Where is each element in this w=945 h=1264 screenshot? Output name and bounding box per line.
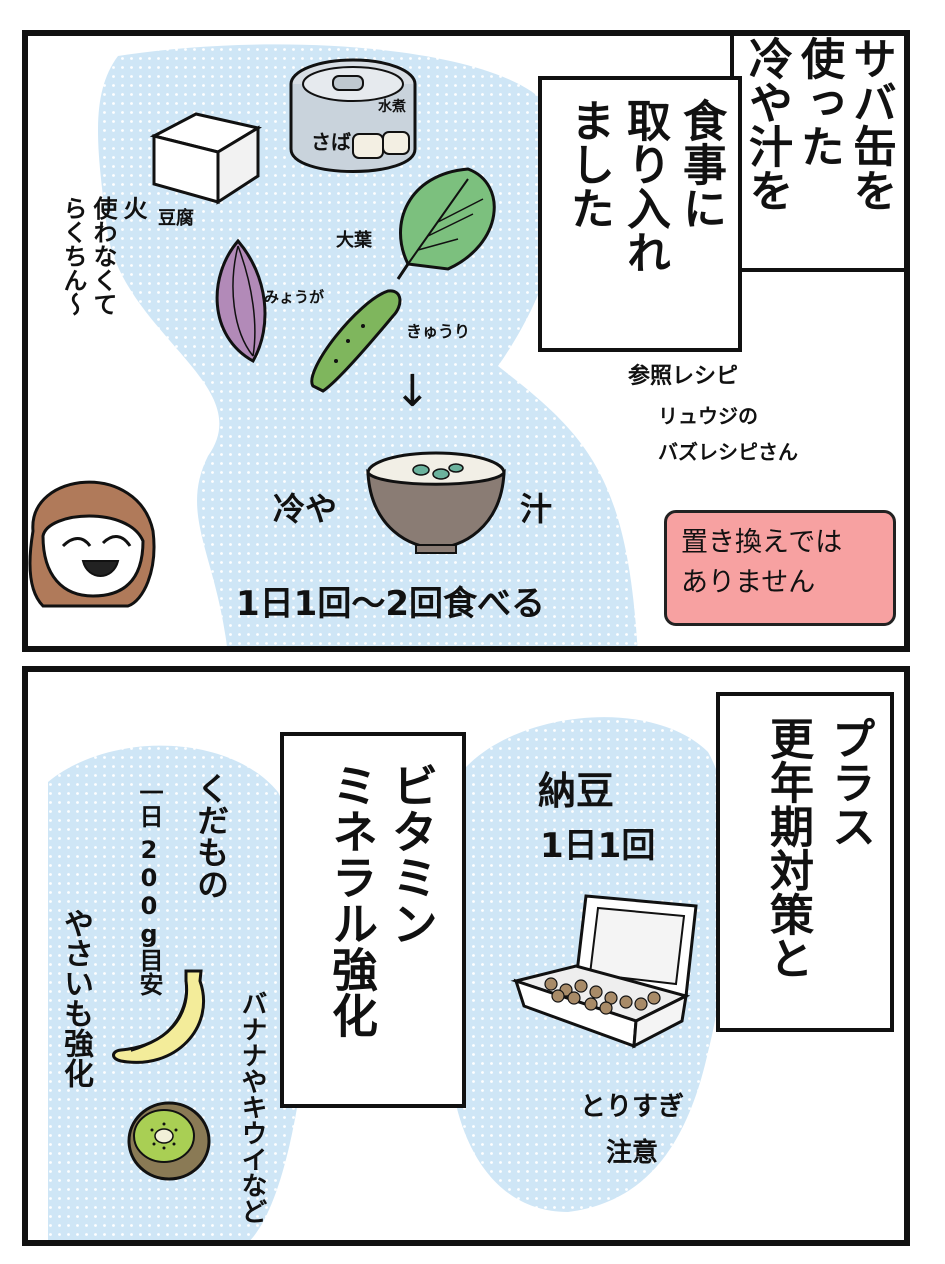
title2-line-2: 取り入れ	[619, 98, 670, 274]
side-comment-line-2: 使わなくて	[89, 196, 117, 316]
fruit-examples: バナナやキウイなど	[237, 990, 267, 1224]
panel-bottom: プラス 更年期対策と ビタミン ミネラル強化 納豆 1日1回 とりすぎ 注意 く…	[22, 666, 910, 1246]
title-box-2	[538, 76, 742, 352]
title-text-1: サバ缶を 使った 冷や汁を	[741, 36, 896, 286]
label-hiyajiru-right: 汁	[520, 490, 553, 528]
hiyajiru-bowl-illustration	[366, 451, 506, 554]
tofu-illustration	[149, 112, 262, 205]
reference-line-1: 参照レシピ	[628, 364, 739, 389]
saba-can-illustration	[289, 58, 417, 173]
kiwi-illustration	[127, 1101, 211, 1181]
natto-note-line-2: 注意	[606, 1138, 659, 1168]
label-can-saba: さば	[311, 130, 351, 154]
label-hiyajiru-left: 冷や	[273, 490, 338, 528]
label-tofu: 豆腐	[158, 208, 194, 229]
notice-line-2: ありません	[681, 567, 816, 598]
natto-label: 納豆	[538, 769, 615, 813]
myouga-illustration	[215, 238, 267, 364]
bottom-title-line-2: 更年期対策と	[762, 716, 813, 980]
title2-line-1: 食事に	[675, 98, 726, 230]
title-line-1: サバ缶を	[845, 36, 896, 212]
fruit-label: くだもの	[192, 772, 230, 900]
down-arrow-icon: ↓	[394, 366, 431, 417]
side-comment-line-3: らくちん～	[59, 196, 87, 316]
vitamin-line-2: ミネラル強化	[325, 762, 379, 1038]
natto-frequency: 1日1回	[540, 826, 656, 866]
reference-line-2: リュウジの	[658, 404, 758, 428]
label-can-mizuni: 水煮	[378, 99, 406, 115]
natto-pack-illustration	[510, 894, 698, 1049]
title-line-2: 使った	[793, 36, 844, 168]
title2-line-3: ました	[563, 98, 614, 230]
ooba-leaf-illustration	[396, 167, 496, 280]
reference-line-3: バズレシピさん	[658, 440, 798, 464]
title-text-2: 食事に 取り入れ ました	[558, 98, 728, 348]
veg-text: やさいも強化	[58, 908, 93, 1088]
fruit-amount: 200g目安	[135, 836, 163, 996]
character-face-illustration	[28, 480, 156, 608]
title-box-bottom	[716, 692, 894, 1032]
bottom-title-line-1: プラス	[824, 716, 875, 848]
vitamin-box	[280, 732, 466, 1108]
label-kyuuri: きゅうり	[406, 322, 471, 341]
banana-illustration	[112, 969, 206, 1064]
panel-top: サバ缶を 使った 冷や汁を 食事に 取り入れ ました 豆腐 さば 水煮 大葉 み…	[22, 30, 910, 652]
vitamin-line-1: ビタミン	[385, 762, 439, 946]
notice-box: 置き換えでは ありません	[664, 510, 896, 626]
natto-note-line-1: とりすぎ	[580, 1092, 685, 1122]
label-myouga: みょうが	[264, 288, 325, 306]
side-comment-line-1: 火	[119, 196, 147, 220]
frequency-text: 1日1回～2回食べる	[236, 584, 545, 624]
title-text-bottom: プラス 更年期対策と	[740, 716, 880, 1016]
notice-line-1: 置き換えでは	[681, 527, 843, 558]
vitamin-text: ビタミン ミネラル強化	[302, 762, 442, 1092]
label-ooba: 大葉	[336, 230, 372, 251]
title-line-3: 冷や汁を	[741, 36, 792, 212]
side-comment: 火 使わなくて らくちん～	[58, 196, 148, 486]
fruit-daily: 一日	[135, 780, 163, 828]
kyuuri-illustration	[310, 289, 402, 393]
